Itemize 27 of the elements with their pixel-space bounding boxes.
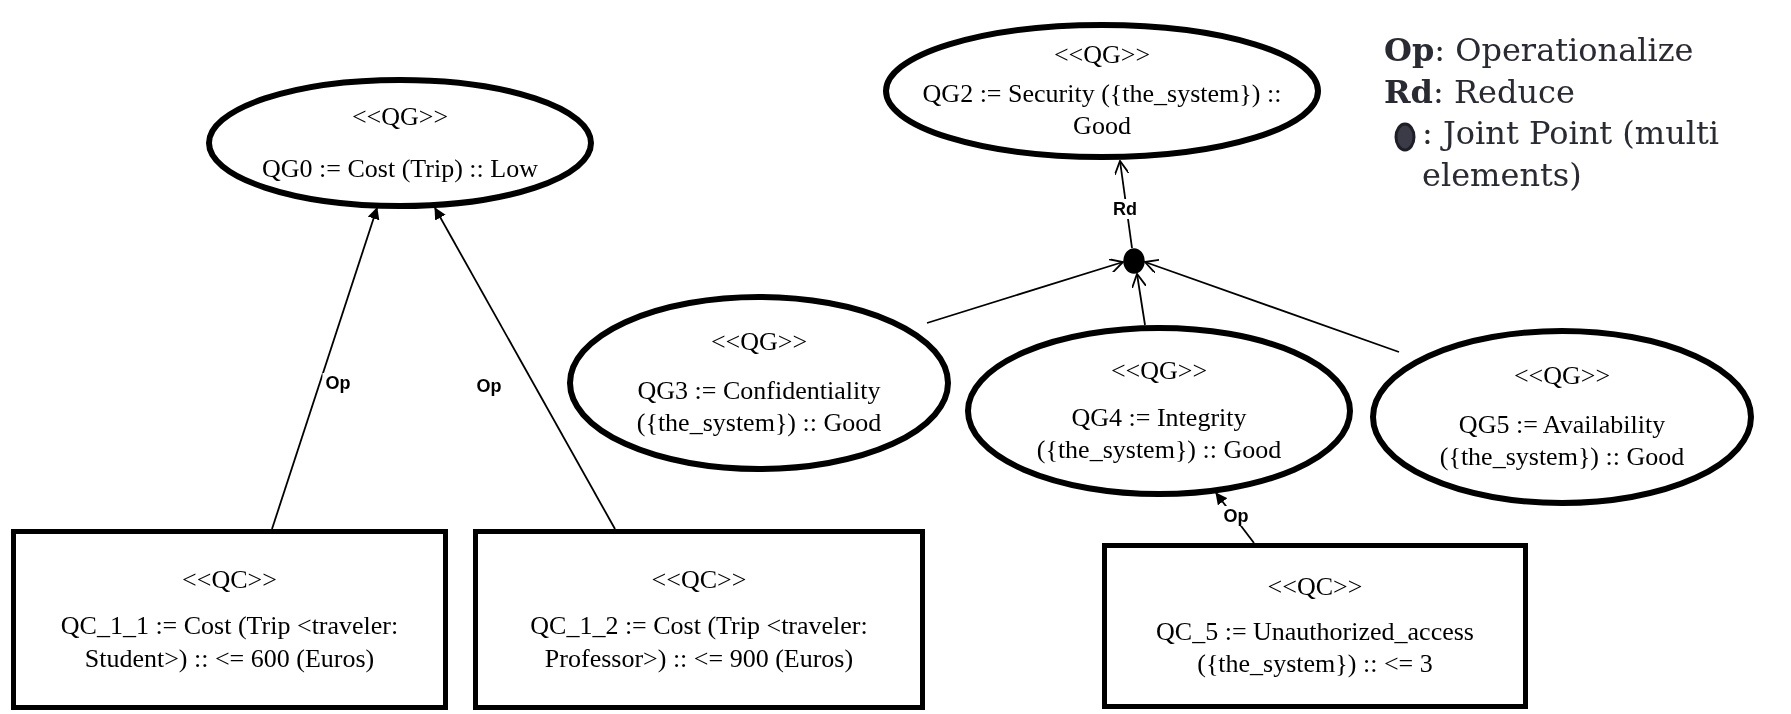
node-text: QG0 := Cost (Trip) :: Low <box>262 153 538 185</box>
legend-text: Op: Operationalize <box>1384 30 1695 71</box>
stereotype-label: <<QG>> <box>351 100 449 133</box>
node-text: QC_1_1 := Cost (Trip <traveler: Student>) :: <= 600 (Euros) <box>59 610 400 675</box>
node-text: QG4 := Integrity ({the_system}) :: Good <box>1035 401 1283 467</box>
stereotype-label: <<QG>> <box>1053 39 1151 72</box>
stereotype-label: <<QG>> <box>710 326 808 359</box>
legend-text: : Joint Point (multi elements) <box>1422 113 1721 196</box>
arrow <box>926 258 1124 324</box>
arrow <box>271 207 380 530</box>
stereotype-label: <<QC>> <box>651 563 747 596</box>
constraint-box <box>473 529 925 710</box>
constraint-box <box>11 529 448 710</box>
node-text: QC_5 := Unauthorized_access ({the_system}) :: <= 3 <box>1155 615 1475 681</box>
node-text: QG5 := Availability ({the_system}) :: Good <box>1438 408 1686 474</box>
stereotype-label: <<QC>> <box>182 563 277 596</box>
arrow <box>1131 273 1147 326</box>
node-text: QC_1_2 := Cost (Trip <traveler: Professor>) :: <= 900 (Euros) <box>529 610 869 675</box>
arrow <box>434 207 616 530</box>
node-text: QG3 := Confidentiality ({the_system}) :: Good <box>635 374 883 440</box>
node-text: QG2 := Security ({the_system}) :: Good <box>921 77 1283 143</box>
stereotype-label: <<QC>> <box>1267 571 1363 604</box>
legend-text: Rd: Reduce <box>1384 71 1576 113</box>
arrow <box>1144 258 1400 353</box>
stereotype-label: <<QG>> <box>1513 360 1611 393</box>
constraint-box <box>1102 543 1528 709</box>
stereotype-label: <<QG>> <box>1110 355 1208 388</box>
